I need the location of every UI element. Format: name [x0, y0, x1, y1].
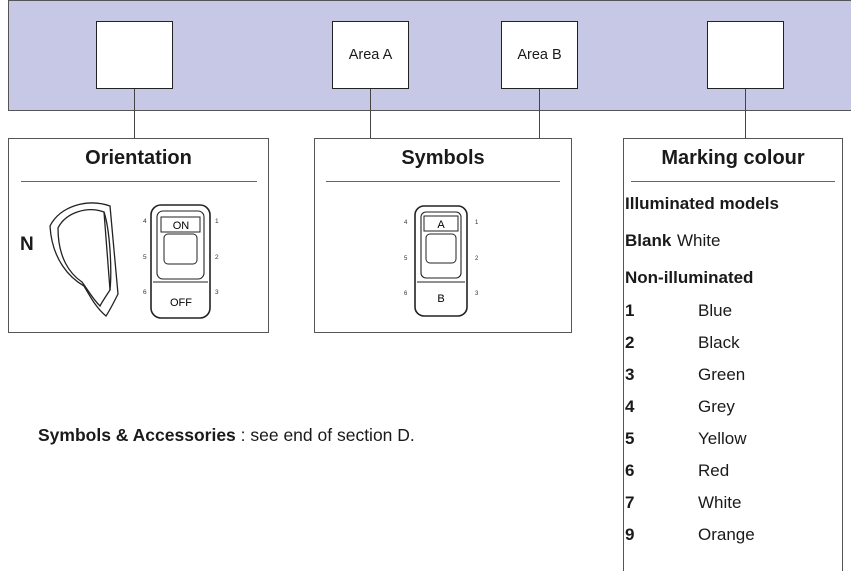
colour-name: Yellow	[698, 429, 747, 448]
colour-name: Green	[698, 365, 746, 384]
non-illuminated-heading: Non-illuminated	[625, 268, 754, 287]
colour-name: Black	[698, 333, 740, 352]
connector-line	[539, 89, 540, 139]
colour-code: 5	[625, 429, 635, 448]
colour-code: 4	[625, 397, 635, 416]
colour-code: 2	[625, 333, 635, 352]
colour-name: Grey	[698, 397, 735, 416]
orientation-off-label: OFF	[170, 297, 192, 309]
terminal-number: 5	[404, 256, 408, 262]
colour-name: Red	[698, 461, 730, 480]
colour-code: 9	[625, 525, 635, 544]
colour-code: 6	[625, 461, 635, 480]
terminal-number: 2	[475, 256, 479, 262]
connector-line	[370, 89, 371, 139]
colour-code: 1	[625, 301, 635, 320]
code-slot-area-b: Area B	[501, 21, 578, 89]
blank-row: Blank White	[625, 231, 825, 253]
terminal-number: 6	[404, 291, 408, 297]
terminal-number: 3	[475, 291, 479, 297]
terminal-number: 4	[404, 220, 408, 226]
symbols-switch-drawing: A B 4 5 6 1 2 3	[404, 205, 479, 317]
terminal-number: 2	[215, 254, 219, 261]
orientation-title: Orientation	[85, 147, 192, 169]
colour-code: 3	[625, 365, 635, 384]
marking-colour-panel	[623, 138, 843, 571]
colour-name: White	[698, 493, 742, 512]
connector-line	[134, 89, 135, 139]
symbols-divider	[326, 181, 560, 182]
colour-code: 7	[625, 493, 635, 512]
symbol-a-label: A	[437, 219, 445, 231]
accessories-note-bold: Symbols & Accessories	[38, 425, 236, 445]
colour-name: Blue	[698, 301, 733, 320]
code-slot-1	[96, 21, 173, 89]
orientation-on-label: ON	[173, 220, 190, 232]
orientation-letter: N	[20, 234, 34, 255]
terminal-number: 1	[215, 218, 219, 225]
code-slot-area-a: Area A	[332, 21, 409, 89]
symbols-title: Symbols	[401, 147, 485, 169]
symbol-b-label: B	[437, 293, 444, 305]
marking-colour-divider	[631, 181, 835, 182]
blank-value: White	[677, 231, 721, 250]
orientation-divider	[21, 181, 257, 182]
marking-colour-title: Marking colour	[661, 147, 805, 169]
blank-code: Blank	[625, 231, 672, 250]
terminal-number: 1	[475, 220, 479, 226]
colour-code-list: 1 Blue 2 Black 3 Green 4 Grey 5 Yellow 6…	[625, 0, 835, 571]
terminal-number: 4	[143, 218, 147, 225]
connector-line	[745, 89, 746, 139]
terminal-number: 6	[143, 289, 147, 296]
accessories-note-text: : see end of section D.	[235, 425, 415, 445]
terminal-number: 5	[143, 254, 147, 261]
accessories-note: Symbols & Accessories : see end of secti…	[38, 425, 415, 446]
colour-name: Orange	[698, 525, 755, 544]
code-slot-4	[707, 21, 784, 89]
illuminated-heading: Illuminated models	[625, 194, 779, 213]
orientation-drawing: ON OFF 4 5 6 1 2 3	[49, 202, 219, 319]
terminal-number: 3	[215, 289, 219, 296]
